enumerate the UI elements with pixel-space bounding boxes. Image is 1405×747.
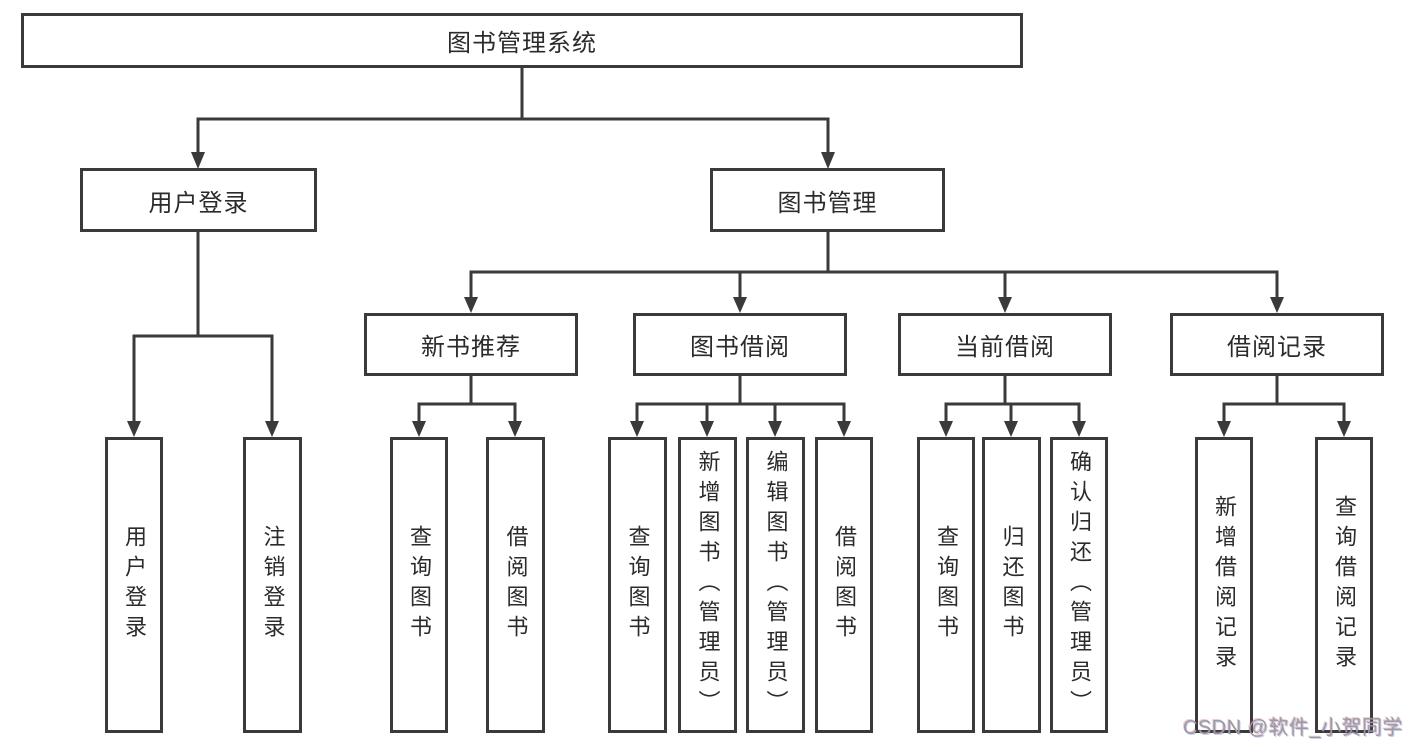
arrowhead-down-icon — [1270, 297, 1284, 313]
arrowhead-down-icon — [508, 421, 522, 437]
node-book-borrowing: 图书借阅 — [633, 313, 847, 376]
leaf-return-books: 归还图书 — [982, 437, 1041, 733]
arrowhead-down-icon — [412, 421, 426, 437]
arrowhead-down-icon — [127, 421, 141, 437]
arrowhead-down-icon — [700, 421, 714, 437]
leaf-label: 新增图书（管理员） — [695, 450, 721, 720]
node-user-login: 用户登录 — [80, 168, 317, 232]
leaf-label: 借阅图书 — [832, 525, 857, 645]
leaf-label: 查询借阅记录 — [1332, 495, 1357, 675]
leaf-label: 查询图书 — [625, 525, 651, 645]
leaf-label: 注销登录 — [260, 525, 286, 645]
leaf-borrow-books-borrowing: 借阅图书 — [815, 437, 873, 733]
arrowhead-down-icon — [768, 421, 782, 437]
arrowhead-down-icon — [837, 421, 851, 437]
connector-current-borrowing-branch — [939, 376, 1086, 437]
leaf-label: 查询图书 — [407, 525, 432, 645]
arrowhead-down-icon — [630, 421, 644, 437]
leaf-add-borrow-record: 新增借阅记录 — [1195, 437, 1253, 733]
connector-book-borrowing-branch — [630, 376, 851, 437]
arrowhead-down-icon — [998, 297, 1012, 313]
connector-borrowing-records-branch — [1217, 376, 1351, 437]
arrowhead-down-icon — [265, 421, 279, 437]
node-current-borrowing: 当前借阅 — [898, 313, 1112, 376]
connector-book-management-branch — [464, 232, 1284, 313]
arrowhead-down-icon — [1337, 421, 1351, 437]
node-book-management: 图书管理 — [710, 168, 945, 232]
leaf-label: 归还图书 — [999, 525, 1025, 645]
leaf-query-books-current: 查询图书 — [917, 437, 975, 733]
arrowhead-down-icon — [821, 152, 835, 169]
arrowhead-down-icon — [1072, 421, 1086, 437]
connector-new-book-branch — [412, 376, 522, 437]
leaf-label: 用户登录 — [122, 525, 147, 645]
arrowhead-down-icon — [1217, 421, 1231, 437]
leaf-label: 新增借阅记录 — [1212, 495, 1237, 675]
arrowhead-down-icon — [464, 297, 478, 313]
leaf-label: 编辑图书（管理员） — [763, 450, 789, 720]
leaf-query-books-borrowing: 查询图书 — [608, 437, 667, 733]
leaf-user-login: 用户登录 — [105, 437, 163, 733]
leaf-logout-login: 注销登录 — [243, 437, 302, 733]
csdn-watermark: CSDN @软件_小贺同学 — [1183, 717, 1404, 739]
leaf-borrow-books-recommend: 借阅图书 — [486, 437, 545, 733]
leaf-query-borrow-record: 查询借阅记录 — [1315, 437, 1373, 733]
leaf-label: 查询图书 — [934, 525, 959, 645]
node-root: 图书管理系统 — [21, 13, 1023, 68]
arrowhead-down-icon — [1004, 421, 1018, 437]
connector-root-to-level2 — [191, 68, 835, 169]
arrowhead-down-icon — [939, 421, 953, 437]
node-new-book-recommend: 新书推荐 — [364, 313, 578, 376]
arrowhead-down-icon — [191, 152, 205, 169]
leaf-query-books-recommend: 查询图书 — [390, 437, 448, 733]
leaf-edit-books-admin: 编辑图书（管理员） — [746, 437, 805, 733]
leaf-confirm-return-admin: 确认归还（管理员） — [1050, 437, 1108, 733]
leaf-label: 借阅图书 — [503, 525, 529, 645]
node-borrowing-records: 借阅记录 — [1170, 313, 1384, 376]
leaf-add-books-admin: 新增图书（管理员） — [678, 437, 737, 733]
leaf-label: 确认归还（管理员） — [1067, 450, 1092, 720]
connector-user-login-branch — [127, 232, 279, 437]
arrowhead-down-icon — [733, 297, 747, 313]
